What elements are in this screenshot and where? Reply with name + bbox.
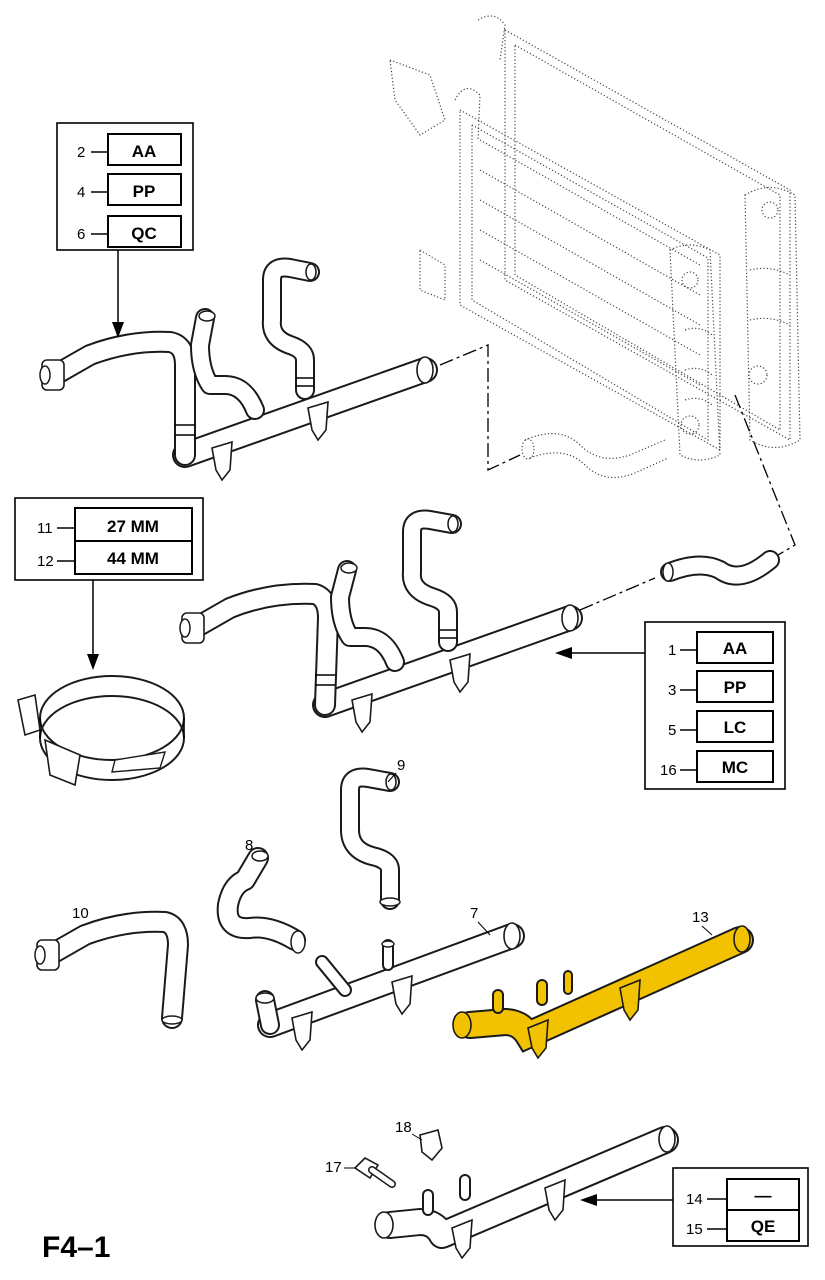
- callout-number: 3: [668, 682, 676, 699]
- diagram-title: F4–1: [42, 1231, 110, 1264]
- callout-row: 4 PP: [77, 173, 182, 206]
- callout-box-clamp-sizes: 11 27 MM 12 44 MM: [14, 497, 204, 670]
- part-9-hose: [340, 767, 401, 910]
- callout-row: 15 QE: [686, 1209, 800, 1242]
- callout-row: 5 LC: [668, 710, 774, 743]
- callout-number: 5: [668, 722, 676, 739]
- callout-box-top-left: 2 AA 4 PP 6 QC: [56, 122, 194, 338]
- callout-row: 6 QC: [77, 215, 182, 248]
- callout-box-bottom-right: 14 — 15 QE: [580, 1167, 809, 1247]
- radiator-illustration: [389, 15, 801, 479]
- callout-row: 2 AA: [77, 133, 182, 166]
- callout-code: 44 MM: [107, 549, 159, 568]
- callout-number: 6: [77, 226, 85, 243]
- callout-number: 16: [660, 762, 677, 779]
- part-label-13: 13: [692, 909, 709, 926]
- callout-number: 12: [37, 553, 54, 570]
- part-label-10: 10: [72, 905, 89, 922]
- callout-code: PP: [724, 678, 747, 697]
- part-7-rail: [255, 922, 525, 1052]
- callout-code: PP: [133, 182, 156, 201]
- callout-row: 1 AA: [668, 631, 774, 664]
- callout-number: 2: [77, 144, 85, 161]
- callout-number: 11: [37, 520, 53, 537]
- callout-row: 12 44 MM: [37, 540, 193, 575]
- callout-row: 14 —: [686, 1178, 800, 1211]
- part-labels: 9 8 10 7 13 18 17: [72, 757, 713, 1176]
- bottom-assembly: [353, 1125, 679, 1260]
- part-label-7: 7: [470, 905, 478, 922]
- part-10-pipe: [34, 910, 189, 1029]
- callout-code: QE: [751, 1217, 776, 1236]
- hose-clamp: [17, 675, 185, 787]
- callout-row: 3 PP: [668, 670, 774, 703]
- callout-row: 11 27 MM: [37, 507, 193, 542]
- callout-number: 1: [668, 642, 676, 659]
- part-label-8: 8: [245, 837, 253, 854]
- callout-number: 14: [686, 1191, 703, 1208]
- callout-code: QC: [131, 224, 157, 243]
- callout-code: MC: [722, 758, 748, 777]
- part-8-hose: [216, 847, 306, 954]
- callout-code: 27 MM: [107, 517, 159, 536]
- pipe-assembly-top: [39, 257, 438, 482]
- part-13-rail-highlighted: [452, 925, 754, 1060]
- part-label-9: 9: [397, 757, 405, 774]
- small-hose-right: [660, 550, 780, 586]
- pipe-assembly-middle: [179, 509, 583, 734]
- leader-lines: [439, 344, 796, 611]
- callout-code: LC: [724, 718, 747, 737]
- callout-code: AA: [723, 639, 748, 658]
- callout-number: 4: [77, 184, 85, 201]
- part-label-18: 18: [395, 1119, 412, 1136]
- callout-code: AA: [132, 142, 157, 161]
- callout-number: 15: [686, 1221, 703, 1238]
- callout-row: 16 MC: [660, 750, 774, 783]
- part-label-17: 17: [325, 1159, 342, 1176]
- callout-box-right: 1 AA 3 PP 5 LC 16 MC: [555, 621, 786, 790]
- callout-code: —: [755, 1186, 772, 1205]
